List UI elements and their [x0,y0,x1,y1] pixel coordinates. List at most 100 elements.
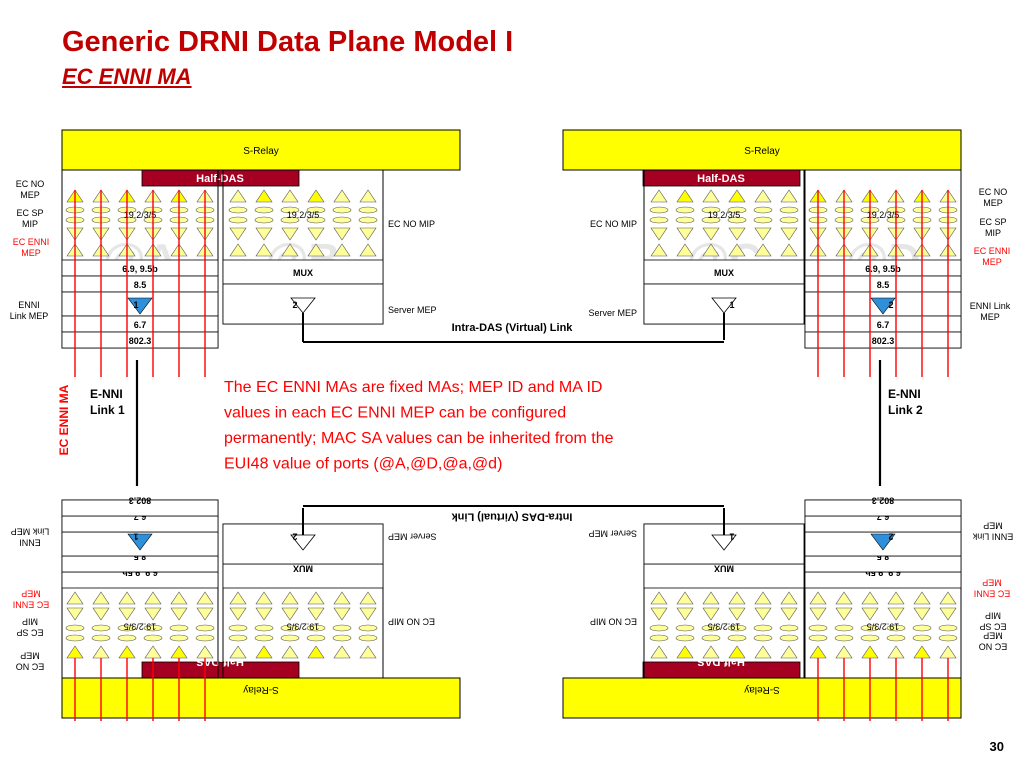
srelay-label: S-Relay [243,684,279,695]
shim-ellipse [358,206,378,214]
shim-ellipse [753,206,773,214]
shim-ellipse [280,216,300,224]
shim-triangle [255,607,273,621]
enni-link-mep-label: Link MEP [11,527,50,537]
ec-sp-mip-label: EC SP [979,622,1006,632]
shim-triangle [650,227,668,241]
shim-triangle [229,243,247,257]
shim-triangle [702,227,720,241]
shim-triangle [281,645,299,659]
shim-triangle [728,227,746,241]
layer-label: 6.9, 9.5b [122,264,158,274]
shim-ellipse [195,624,215,632]
shim-triangle [702,243,720,257]
mux-port-number: 2 [292,532,297,542]
shim-triangle [281,227,299,241]
shim-ellipse [753,624,773,632]
shim-ellipse [701,216,721,224]
shim-triangle [676,591,694,605]
shim-triangle [118,645,136,659]
shim-ellipse [834,624,854,632]
shim-ellipse [649,206,669,214]
ec-no-mip-label: EC NO MIP [590,617,637,627]
shim-ellipse [143,624,163,632]
shim-ellipse [701,624,721,632]
shim-ellipse [228,634,248,642]
shim-triangle [255,591,273,605]
shim-triangle [144,591,162,605]
shim-ellipse [938,634,958,642]
links-layer [135,313,882,535]
shim-triangle [92,645,110,659]
shim-ellipse [860,634,880,642]
shim-triangle [702,591,720,605]
shim-ellipse [912,634,932,642]
srelay-box [61,129,461,171]
ec-enni-mep-label: MEP [982,578,1002,588]
layer-label: 8.5 [877,552,890,562]
shim-triangle [66,591,84,605]
half-das-label: Half-DAS [697,173,745,185]
server-mep-triangle [290,297,316,314]
shim-triangle [307,243,325,257]
mux-label: MUX [714,268,734,278]
srelay-label: S-Relay [243,146,279,157]
ec-enni-mep-label: EC ENNI [13,237,50,247]
mux-row [643,563,805,589]
shim-triangle [780,227,798,241]
shim-ellipse [195,634,215,642]
shim-triangle [333,645,351,659]
shim-ellipse [938,624,958,632]
mux-label: MUX [293,268,313,278]
layer-label: 6.7 [134,320,147,330]
layer-row [61,499,219,517]
shim-ellipse [358,634,378,642]
shim-triangle [66,645,84,659]
ec-no-mep-label: MEP [983,631,1003,641]
shim-triangle [939,591,957,605]
shim-triangle [229,227,247,241]
server-mep-label: Server MEP [388,532,437,542]
layer-label: 8.5 [134,280,147,290]
ec-enni-mep-label: MEP [21,248,41,258]
shim-triangle [702,645,720,659]
layer-label: 802.3 [872,336,895,346]
layer-label: 6.9, 9.5b [865,264,901,274]
shim-triangle [144,645,162,659]
shim-triangle [676,607,694,621]
shim-triangle [196,607,214,621]
port-number-label: 2 [888,532,893,542]
intra-das-link-label: Intra-DAS (Virtual) Link [451,510,573,522]
enni-link-mep-label: MEP [980,312,1000,322]
shim-triangle [333,243,351,257]
shim-ellipse [306,624,326,632]
shim-ellipse [779,634,799,642]
ma-red-lines [74,190,949,721]
ec-layers-label: 19.2/3/5 [708,622,741,632]
ec-layers-label: 19.2/3/5 [287,210,320,220]
shim-triangle [333,607,351,621]
shim-ellipse [117,624,137,632]
shim-ellipse [306,216,326,224]
shim-ellipse [886,624,906,632]
half-das-bar [141,661,300,679]
shim-triangle [333,591,351,605]
shim-triangle [255,243,273,257]
red-note-text: permanently; MAC SA values can be inheri… [224,430,614,447]
ec-sp-mip-label: EC SP [979,217,1006,227]
shim-triangle [676,227,694,241]
ec-enni-mep-label: EC ENNI [974,589,1011,599]
red-note-text: EUI48 value of ports (@A,@D,@a,@d) [224,456,502,473]
shim-triangle [359,189,377,203]
shim-triangle [861,607,879,621]
port-mep-triangle [127,297,153,315]
layer-label: 6.7 [877,512,890,522]
red-note-text: The EC ENNI MAs are fixed MAs; MEP ID an… [224,379,602,396]
port-number-label: 1 [133,300,138,310]
mux-port-number: 1 [729,300,734,310]
shim-ellipse [860,624,880,632]
ec-no-mep-label: EC NO [16,179,45,189]
shim-triangle [359,591,377,605]
shim-ellipse [675,624,695,632]
shim-ellipse [912,624,932,632]
